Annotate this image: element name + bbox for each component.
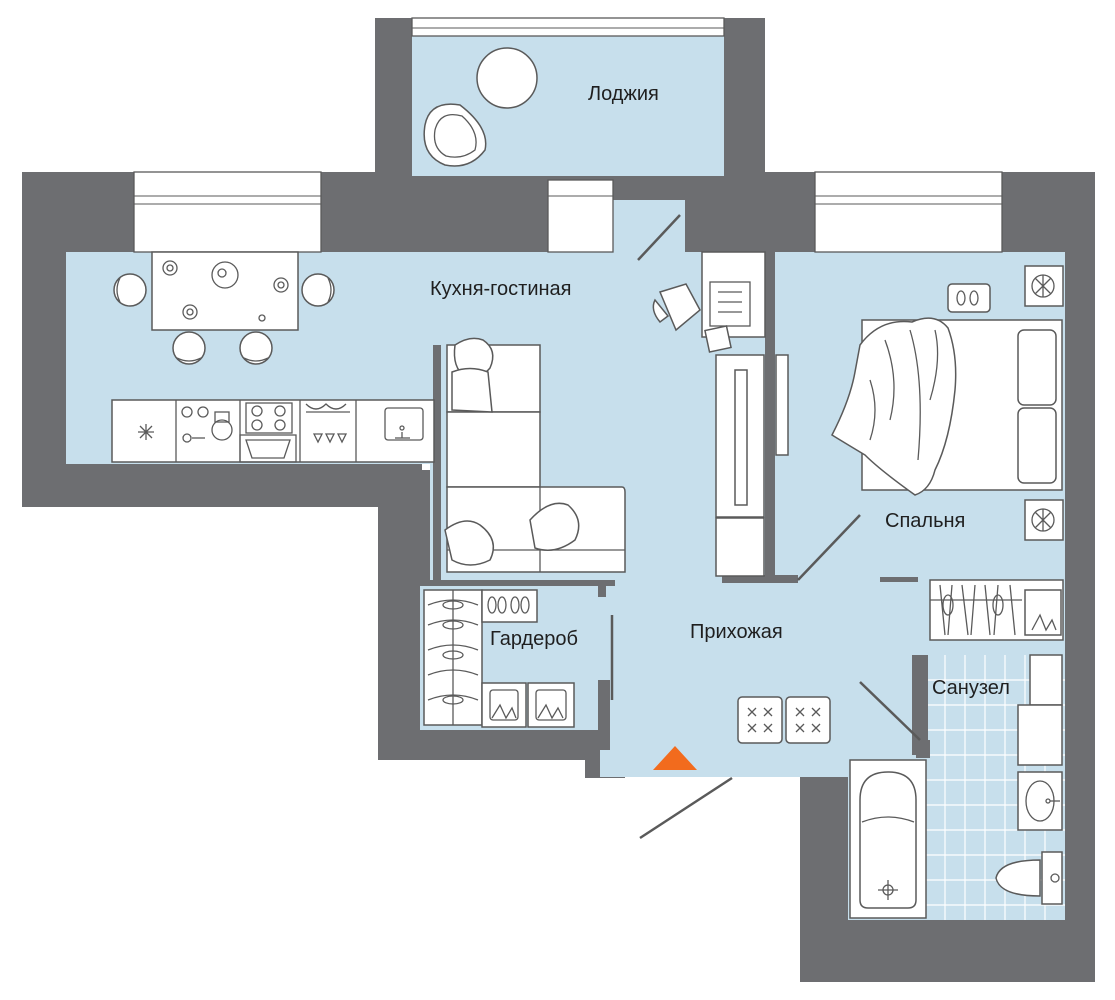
loggia-table	[476, 47, 538, 109]
nightstand-bottom	[1024, 499, 1064, 541]
stove-icon	[245, 402, 293, 434]
kitchen-living-label: Кухня-гостиная	[430, 278, 572, 300]
desk-chair	[652, 283, 701, 332]
dining-chairs	[113, 273, 335, 365]
wardrobe-label: Гардероб	[490, 628, 578, 650]
tv-console	[715, 354, 765, 577]
washing-machine	[1017, 654, 1063, 766]
loggia-chair	[423, 103, 487, 167]
bathtub	[849, 759, 927, 919]
sofa	[444, 337, 626, 573]
entrance-triangle-icon	[653, 746, 697, 770]
kitchen-sink-icon	[384, 407, 424, 441]
door-swings	[610, 214, 921, 840]
hallway-label: Прихожая	[690, 621, 783, 643]
nightstand-top	[1024, 265, 1064, 307]
laptop-icon	[709, 281, 751, 327]
bathroom-sink	[1017, 771, 1063, 831]
windows	[133, 17, 1003, 253]
wardrobe-hanging-rack	[423, 589, 483, 726]
loggia-label: Лоджия	[588, 83, 659, 105]
fridge-icon	[138, 424, 154, 440]
bedroom-label: Спальня	[885, 510, 965, 532]
bathroom-tiles	[925, 655, 1065, 920]
oven-icon	[239, 434, 297, 463]
toilet	[995, 851, 1063, 905]
shoe-rack	[737, 696, 831, 744]
closet-niche	[929, 579, 1064, 641]
wardrobe-baskets	[481, 682, 575, 728]
kitchen-counter	[111, 399, 435, 463]
washing-machine-icon	[181, 406, 233, 443]
wardrobe-shoes	[481, 589, 538, 623]
slippers-mat	[947, 283, 991, 313]
bathroom-label: Санузел	[932, 677, 1010, 699]
partitions	[420, 252, 930, 758]
bed	[831, 317, 1063, 496]
dishwasher-icon	[305, 403, 350, 444]
bedroom-tv	[775, 354, 789, 456]
dining-table	[151, 251, 299, 331]
desk	[701, 251, 766, 353]
